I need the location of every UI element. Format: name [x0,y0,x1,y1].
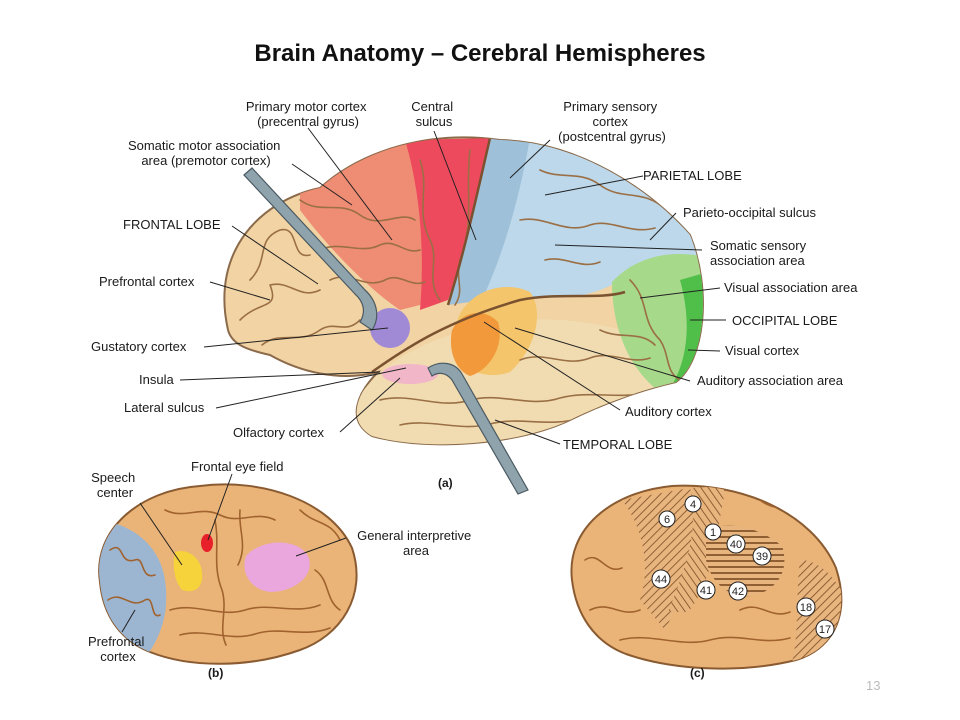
premotor-region [300,140,440,310]
svg-text:18: 18 [800,602,812,614]
figure-b-leader-lines [121,473,347,633]
brodmann-area-41: 41 [696,580,716,600]
auditory-cortex-region [450,312,500,376]
gustatory-region [370,308,410,348]
svg-text:44: 44 [655,574,667,586]
figure-b-labels: Speech center Frontal eye field General … [88,459,475,680]
label-gustatory-cortex: Gustatory cortex [91,339,187,354]
primary-sensory-region [448,138,540,305]
central-sulcus-line [446,137,492,306]
label-frontal-eye-field: Frontal eye field [191,459,284,474]
label-occipital-lobe: OCCIPITAL LOBE [732,313,838,328]
label-frontal-lobe: FRONTAL LOBE [123,217,221,232]
label-speech-center: Speech center [91,470,139,500]
lateral-sulcus-line [371,290,626,374]
label-primary-sensory-cortex: Primary sensory cortex (postcentral gyru… [558,99,666,144]
label-general-interpretive-area: General interpretive area [357,528,475,558]
lower-retractor [427,362,529,495]
label-prefrontal-cortex: Prefrontal cortex [99,274,195,289]
area-4-1-hatch [668,486,726,612]
slide-title: Brain Anatomy – Cerebral Hemispheres [254,40,706,67]
label-visual-cortex: Visual cortex [725,343,800,358]
label-temporal-lobe: TEMPORAL LOBE [563,437,673,452]
figure-a-leader-lines [179,127,726,445]
area-18-17-hatch [790,560,842,669]
page-number: 13 [866,678,881,693]
figure-c-brain [570,484,843,670]
figure-b-brain [98,483,358,665]
label-insula: Insula [139,372,174,387]
panel-label-c: (c) [690,666,705,680]
label-parietal-lobe: PARIETAL LOBE [643,168,742,183]
frontal-eye-field-region [201,534,213,552]
svg-text:6: 6 [664,514,670,526]
brodmann-area-1: 1 [704,523,722,541]
label-olfactory-cortex: Olfactory cortex [233,425,325,440]
area-40-39-hatch [706,525,785,597]
svg-text:17: 17 [819,624,831,636]
gyri-texture-b [107,509,341,646]
svg-text:42: 42 [732,586,744,598]
speech-center-region [173,550,203,592]
brodmann-area-44: 44 [651,569,671,589]
olfactory-region [382,364,438,384]
brodmann-area-39: 39 [752,546,772,566]
label-visual-association-area: Visual association area [724,280,858,295]
figure-c-brodmann-markers: 4 6 1 40 39 44 41 42 18 17 [651,495,835,639]
figure-a-labels: Primary motor cortex (precentral gyrus) … [91,99,858,490]
label-parieto-occipital-sulcus: Parieto-occipital sulcus [683,205,816,220]
svg-text:1: 1 [710,527,716,539]
label-somatic-motor-association: Somatic motor association area (premotor… [128,138,284,168]
brodmann-area-17: 17 [815,619,835,639]
brodmann-area-18: 18 [796,597,816,617]
panel-label-a: (a) [438,476,453,490]
svg-text:39: 39 [756,551,768,563]
svg-text:41: 41 [700,585,712,597]
label-central-sulcus: Central sulcus [411,99,457,129]
panel-label-b: (b) [208,666,223,680]
label-auditory-association-area: Auditory association area [697,373,844,388]
label-primary-motor-cortex: Primary motor cortex (precentral gyrus) [246,99,370,129]
brodmann-area-6: 6 [658,510,676,528]
area-6-hatch [622,488,705,630]
visual-cortex-region [672,270,703,392]
label-prefrontal-cortex-b: Prefrontal cortex [88,634,148,664]
svg-text:40: 40 [730,539,742,551]
label-auditory-cortex: Auditory cortex [625,404,712,419]
label-somatic-sensory-association: Somatic sensory association area [710,238,810,268]
svg-text:4: 4 [690,499,696,511]
label-lateral-sulcus: Lateral sulcus [124,400,205,415]
brodmann-area-40: 40 [726,534,746,554]
general-interpretive-region [244,542,310,592]
brodmann-area-4: 4 [684,495,702,513]
brodmann-area-42: 42 [728,581,748,601]
primary-motor-region [405,138,495,310]
